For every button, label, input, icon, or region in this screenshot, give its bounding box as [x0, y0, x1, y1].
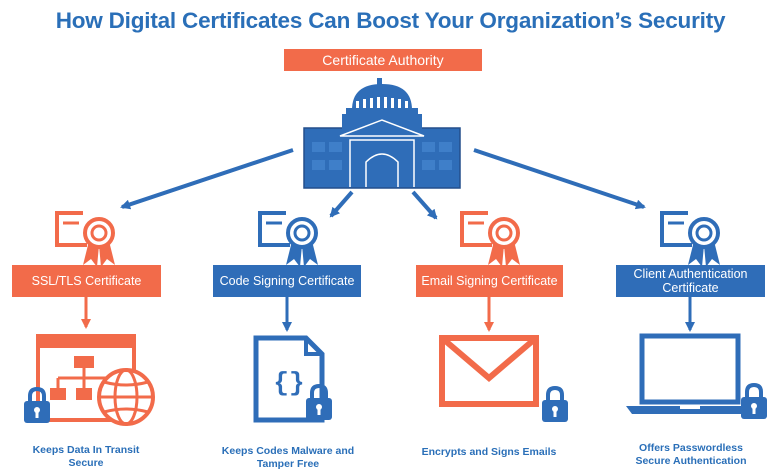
arrow-to-client-auth: [473, 148, 646, 210]
svg-text:{}: {}: [273, 368, 304, 398]
padlock-icon: [306, 383, 332, 420]
ssl-tls-certificate-label: SSL/TLS Certificate: [12, 265, 161, 297]
page-title: How Digital Certificates Can Boost Your …: [55, 8, 726, 33]
ssl-caption: Keeps Data In Transit Secure: [16, 444, 156, 469]
code-signing-certificate-label: Code Signing Certificate: [213, 265, 361, 297]
padlock-icon: [542, 385, 568, 422]
certificate-badge-icon: [258, 211, 318, 267]
caption-line: Keeps Data In Transit: [32, 444, 140, 456]
code-signing-caption: Keeps Codes Malware and Tamper Free: [206, 445, 370, 470]
laptop-icon: [626, 333, 754, 414]
arrow-to-code-signing: [329, 190, 354, 218]
certificate-badge-icon: [660, 211, 720, 267]
certificate-badge-icon: [460, 211, 520, 267]
sitemap-globe-icon: [36, 334, 155, 426]
certificate-authority-label: Certificate Authority: [284, 49, 482, 71]
padlock-icon: [741, 382, 767, 419]
padlock-icon: [24, 386, 50, 423]
email-signing-caption: Encrypts and Signs Emails: [410, 446, 568, 459]
caption-line: Encrypts and Signs Emails: [421, 446, 557, 458]
caption-line: Offers Passwordless: [639, 442, 743, 454]
client-auth-caption: Offers Passwordless Secure Authenticatio…: [616, 442, 766, 467]
caption-line: Tamper Free: [256, 457, 320, 470]
envelope-icon: [439, 335, 539, 407]
arrow-to-email-signing: [411, 190, 438, 220]
caption-line: Secure Authentication: [635, 454, 747, 467]
email-signing-certificate-label: Email Signing Certificate: [416, 265, 563, 297]
arrow-to-ssl: [120, 148, 294, 210]
certificate-badge-icon: [55, 211, 115, 267]
caption-line: Keeps Codes Malware and: [221, 445, 355, 457]
caption-line: Secure: [68, 456, 104, 469]
bank-building-icon: [303, 78, 461, 189]
client-authentication-certificate-label: Client Authentication Certificate: [616, 265, 765, 297]
